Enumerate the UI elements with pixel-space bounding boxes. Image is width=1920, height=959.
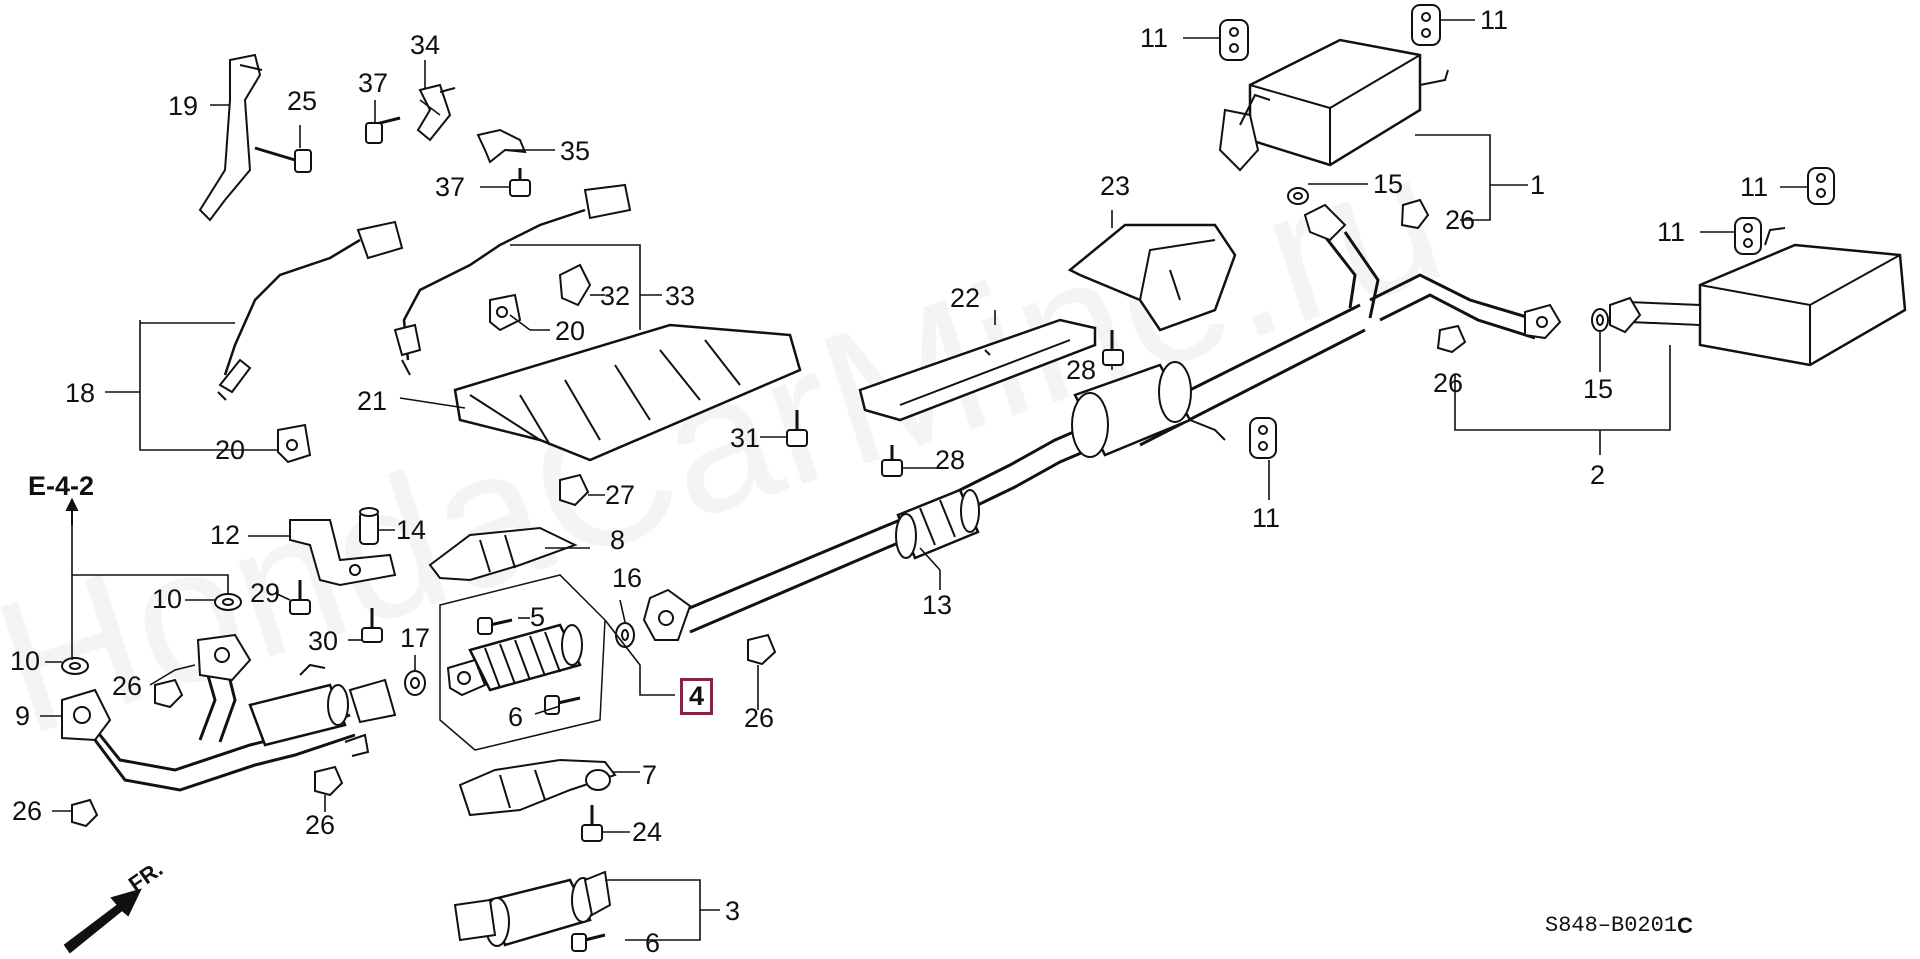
bolts-37 <box>365 116 531 197</box>
heat-shield-21 <box>453 323 802 462</box>
callout-30[interactable]: 30 <box>308 626 339 656</box>
callout-23[interactable]: 23 <box>1100 171 1131 201</box>
callout-12[interactable]: 12 <box>210 520 241 550</box>
callout-35[interactable]: 35 <box>560 136 591 166</box>
callout-20-upper[interactable]: 20 <box>555 316 586 346</box>
callout-8[interactable]: 8 <box>610 525 626 555</box>
callout-33[interactable]: 33 <box>665 281 696 311</box>
callout-21[interactable]: 21 <box>357 386 388 416</box>
leader-lines <box>40 19 1808 941</box>
callout-11-e[interactable]: 11 <box>1252 503 1281 533</box>
callout-26-flange[interactable]: 26 <box>744 703 775 733</box>
callout-15-right[interactable]: 15 <box>1583 374 1614 404</box>
callout-22[interactable]: 22 <box>950 283 981 313</box>
callout-9[interactable]: 9 <box>15 701 31 731</box>
callout-17[interactable]: 17 <box>400 623 431 653</box>
drawing-code: S848–B0201C <box>1545 915 1693 937</box>
callout-37-upper[interactable]: 37 <box>358 68 389 98</box>
clip-35 <box>476 128 527 164</box>
bracket-34 <box>416 83 456 142</box>
front-pipe <box>61 633 397 792</box>
callout-6-lower[interactable]: 6 <box>645 928 661 958</box>
clip-32 <box>558 263 592 307</box>
y-pipe <box>1303 203 1562 340</box>
callout-26-lower[interactable]: 26 <box>305 810 336 840</box>
heat-shield-22 <box>858 318 1097 422</box>
callout-10[interactable]: 10 <box>152 584 183 614</box>
rubber-mounts <box>1219 4 1835 459</box>
callout-15-upper[interactable]: 15 <box>1373 169 1404 199</box>
callout-10-left[interactable]: 10 <box>10 646 41 676</box>
muffler-lower <box>1609 227 1907 367</box>
callout-37-lower[interactable]: 37 <box>435 172 466 202</box>
clamp-20-lower <box>277 423 312 464</box>
catalytic-converter <box>446 623 583 697</box>
bolt-25 <box>254 146 312 173</box>
callout-11-b[interactable]: 11 <box>1480 5 1509 35</box>
front-direction-arrow <box>63 888 142 954</box>
callout-28-upper[interactable]: 28 <box>1066 355 1097 385</box>
callout-7[interactable]: 7 <box>642 760 658 790</box>
collar-14 <box>359 507 379 545</box>
oxygen-sensor-2 <box>393 183 632 376</box>
callout-26-upper[interactable]: 26 <box>1445 205 1476 235</box>
section-reference[interactable]: E-4-2 <box>28 471 95 501</box>
callout-6[interactable]: 6 <box>508 702 524 732</box>
callout-25[interactable]: 25 <box>287 86 318 116</box>
callout-2[interactable]: 2 <box>1590 460 1606 490</box>
callout-11-c[interactable]: 11 <box>1740 172 1769 202</box>
pipe-flange <box>642 588 692 641</box>
callout-32[interactable]: 32 <box>600 281 631 311</box>
callout-26-left[interactable]: 26 <box>12 796 43 826</box>
bracket-12 <box>289 519 397 587</box>
callout-5[interactable]: 5 <box>530 602 546 632</box>
bracket-19 <box>198 53 263 222</box>
callout-26-front-pipe[interactable]: 26 <box>112 671 143 701</box>
oxygen-sensor-1 <box>217 220 404 401</box>
callout-4-highlighted[interactable]: 4 <box>680 678 714 715</box>
drawing-code-suffix: C <box>1677 913 1693 938</box>
callout-28-lower[interactable]: 28 <box>935 445 966 475</box>
callout-24[interactable]: 24 <box>632 817 663 847</box>
callout-11-a[interactable]: 11 <box>1140 23 1169 53</box>
drawing-code-main: S848–B0201 <box>1545 913 1678 938</box>
heat-shield-23 <box>1067 223 1237 332</box>
callout-31[interactable]: 31 <box>730 423 761 453</box>
center-muffler <box>1071 361 1226 458</box>
section-ref-arrow <box>65 497 79 525</box>
heat-shield-7 <box>458 758 617 817</box>
callout-27[interactable]: 27 <box>605 480 636 510</box>
callout-16[interactable]: 16 <box>612 563 643 593</box>
callout-14[interactable]: 14 <box>396 515 427 545</box>
callout-19[interactable]: 19 <box>168 91 199 121</box>
catalytic-converter-3 <box>453 870 612 947</box>
callout-1[interactable]: 1 <box>1530 170 1546 200</box>
muffler-upper <box>1218 38 1449 172</box>
clamp-20-upper <box>489 293 522 332</box>
callout-18[interactable]: 18 <box>65 378 96 408</box>
callout-29[interactable]: 29 <box>250 578 281 608</box>
callout-34[interactable]: 34 <box>410 30 441 60</box>
resonator <box>895 488 980 560</box>
heat-shield-8 <box>428 526 578 582</box>
callout-11-d[interactable]: 11 <box>1657 217 1686 247</box>
callout-13[interactable]: 13 <box>922 590 953 620</box>
small-fasteners <box>61 187 1609 952</box>
callout-26-right[interactable]: 26 <box>1433 368 1464 398</box>
callout-3[interactable]: 3 <box>725 896 741 926</box>
callout-20-lower[interactable]: 20 <box>215 435 246 465</box>
converter-group-outline <box>439 574 606 751</box>
